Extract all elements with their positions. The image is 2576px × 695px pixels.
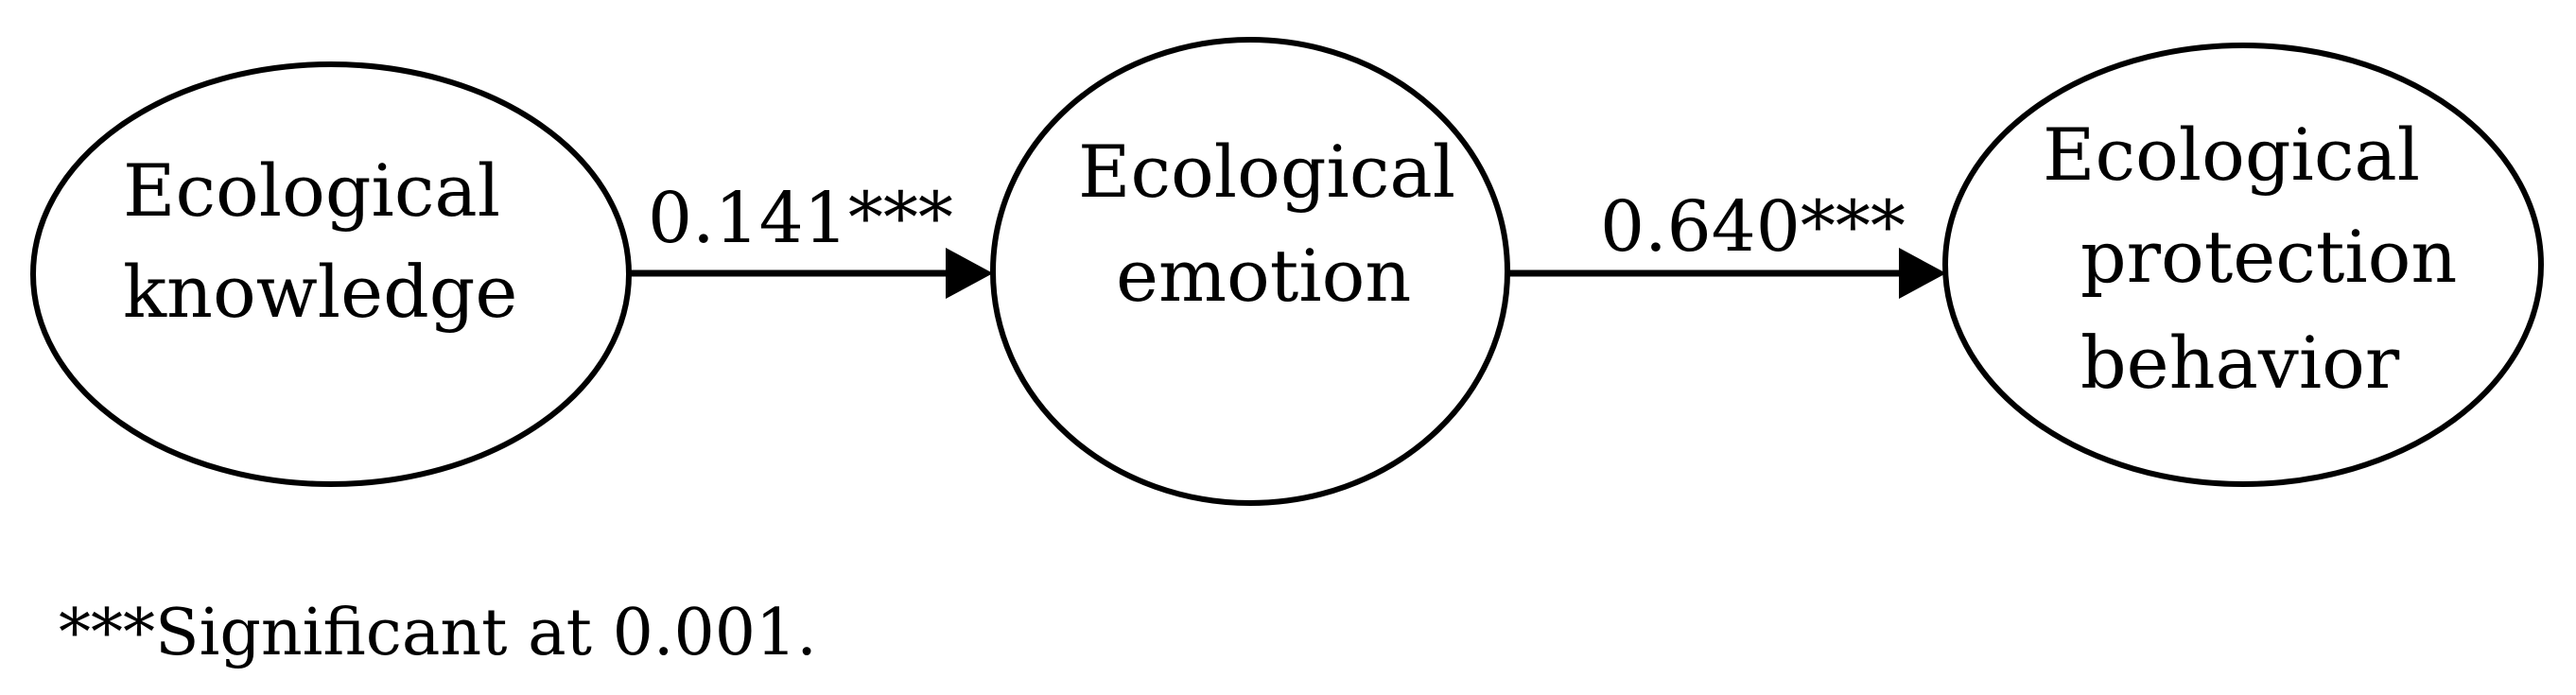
arrowhead-knowledge-emotion <box>946 248 993 299</box>
significance-footnote: ***Significant at 0.001. <box>59 596 817 670</box>
edge-emotion-to-behavior: 0.640*** <box>1507 186 1946 299</box>
edge-coefficient-emotion-behavior: 0.640*** <box>1600 186 1906 268</box>
node-ecological-protection-behavior: Ecological protection behavior <box>1942 43 2544 487</box>
node-ecological-knowledge: Ecological knowledge <box>30 61 632 487</box>
edge-coefficient-knowledge-emotion: 0.141*** <box>648 178 953 259</box>
edge-knowledge-to-emotion: 0.141*** <box>629 178 993 299</box>
node-ellipse-behavior <box>1942 43 2544 487</box>
node-label-emotion-line2: emotion <box>1116 234 1411 318</box>
node-ecological-emotion: Ecological emotion <box>990 37 1510 506</box>
node-label-knowledge-line1: Ecological <box>123 148 500 233</box>
node-label-behavior-line2: protection <box>2080 215 2457 299</box>
node-label-knowledge-line2: knowledge <box>123 250 517 334</box>
node-label-behavior-line3: behavior <box>2080 321 2400 405</box>
arrowhead-emotion-behavior <box>1899 248 1946 299</box>
node-label-emotion-line1: Ecological <box>1078 130 1455 214</box>
node-label-behavior-line1: Ecological <box>2043 113 2420 197</box>
